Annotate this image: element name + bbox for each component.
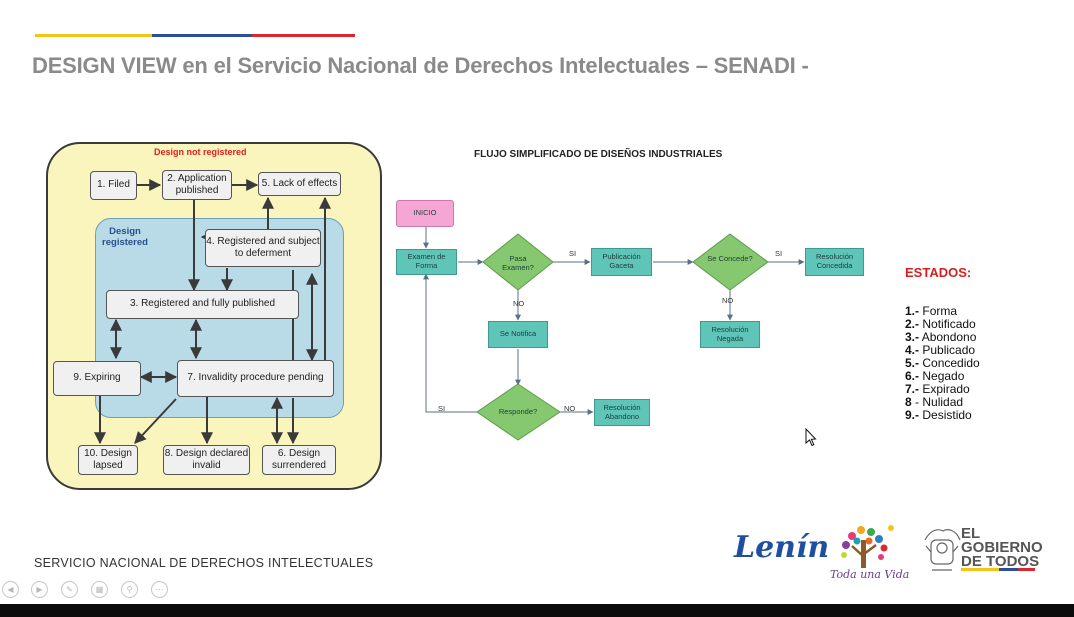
- estado-item: 5.- Concedido: [905, 356, 980, 370]
- gobierno-de-todos-logo: EL GOBIERNO DE TODOS: [961, 525, 1043, 570]
- estado-item: 3.- Abondono: [905, 330, 977, 344]
- flow-label-si-responde: SI: [438, 404, 446, 413]
- estados-list: 1.- Forma 2.- Notificado 3.- Abondono 4.…: [905, 305, 980, 422]
- estado-item: 6.- Negado: [905, 369, 965, 383]
- mouse-cursor-icon: [805, 427, 817, 447]
- state-lack-of-effects: 5. Lack of effects: [258, 172, 341, 196]
- design-registered-label: Design registered: [102, 226, 148, 249]
- state-design-surrendered: 6. Design surrendered: [262, 445, 336, 475]
- estado-item: 7.- Expirado: [905, 382, 970, 396]
- slide-title: DESIGN VIEW en el Servicio Nacional de D…: [32, 53, 809, 78]
- estado-item: 4.- Publicado: [905, 343, 976, 357]
- estado-item: 1.- Forma: [905, 304, 958, 318]
- lenin-logo: Lenín: [734, 530, 830, 565]
- title-stripe-blue: [152, 34, 252, 37]
- flow-label-si-concede: SI: [775, 249, 783, 258]
- bottom-bar: [0, 604, 1074, 617]
- state-design-lapsed: 10. Design lapsed: [78, 445, 138, 475]
- title-stripe-yellow: [35, 34, 152, 37]
- government-emblem-icon: [924, 529, 961, 571]
- flow-responde: Responde?: [498, 407, 538, 416]
- pen-tool-icon[interactable]: ✎: [61, 581, 78, 598]
- toda-una-vida-logo: Toda una Vida: [830, 568, 910, 581]
- flow-label-no-concede: NO: [722, 296, 734, 305]
- slide-grid-icon[interactable]: ▦: [91, 581, 108, 598]
- flow-label-no-pasa: NO: [513, 299, 525, 308]
- title-stripe-red: [252, 34, 355, 37]
- flow-start-inicio: INICIO: [396, 200, 454, 227]
- more-options-icon[interactable]: ⋯: [151, 581, 168, 598]
- flow-title: FLUJO SIMPLIFICADO DE DISEÑOS INDUSTRIAL…: [474, 149, 723, 160]
- flow-examen-forma: Examen de Forma: [396, 249, 457, 275]
- estado-item: 9.- Desistido: [905, 408, 972, 422]
- state-registered-fully-published: 3. Registered and fully published: [106, 290, 299, 319]
- previous-slide-icon[interactable]: ◀: [2, 581, 19, 598]
- state-application-published: 2. Application published: [162, 170, 232, 200]
- flow-publicacion-gaceta: Publicación Gaceta: [591, 248, 652, 276]
- estado-item: 2.- Notificado: [905, 317, 976, 331]
- zoom-icon[interactable]: ⚲: [121, 581, 138, 598]
- footer-institution: SERVICIO NACIONAL DE DERECHOS INTELECTUA…: [34, 556, 374, 570]
- estados-title: ESTADOS:: [905, 265, 972, 280]
- state-invalidity-procedure-pending: 7. Invalidity procedure pending: [177, 360, 334, 397]
- flow-label-si-pasa: SI: [569, 249, 577, 258]
- estado-item: 8 - Nulidad: [905, 395, 964, 409]
- state-expiring: 9. Expiring: [53, 361, 141, 396]
- flow-se-concede: Se Concede?: [707, 254, 753, 263]
- flow-resolucion-abandono: Resolución Abandono: [594, 399, 650, 426]
- next-slide-icon[interactable]: ▶: [31, 581, 48, 598]
- flow-label-no-responde: NO: [564, 404, 576, 413]
- state-filed: 1. Filed: [90, 171, 137, 200]
- flow-pasa-examen: Pasa Examen?: [502, 254, 534, 272]
- flow-resolucion-concedida: Resolución Concedida: [805, 248, 864, 276]
- flow-resolucion-negada: Resolución Negada: [700, 321, 760, 348]
- state-design-declared-invalid: 8. Design declared invalid: [163, 445, 250, 475]
- state-registered-subject-deferment: 4. Registered and subject to deferment: [205, 229, 321, 267]
- design-not-registered-label: Design not registered: [154, 147, 247, 157]
- toda-una-vida-tree-icon: [841, 525, 894, 568]
- flow-se-notifica: Se Notifica: [488, 321, 548, 348]
